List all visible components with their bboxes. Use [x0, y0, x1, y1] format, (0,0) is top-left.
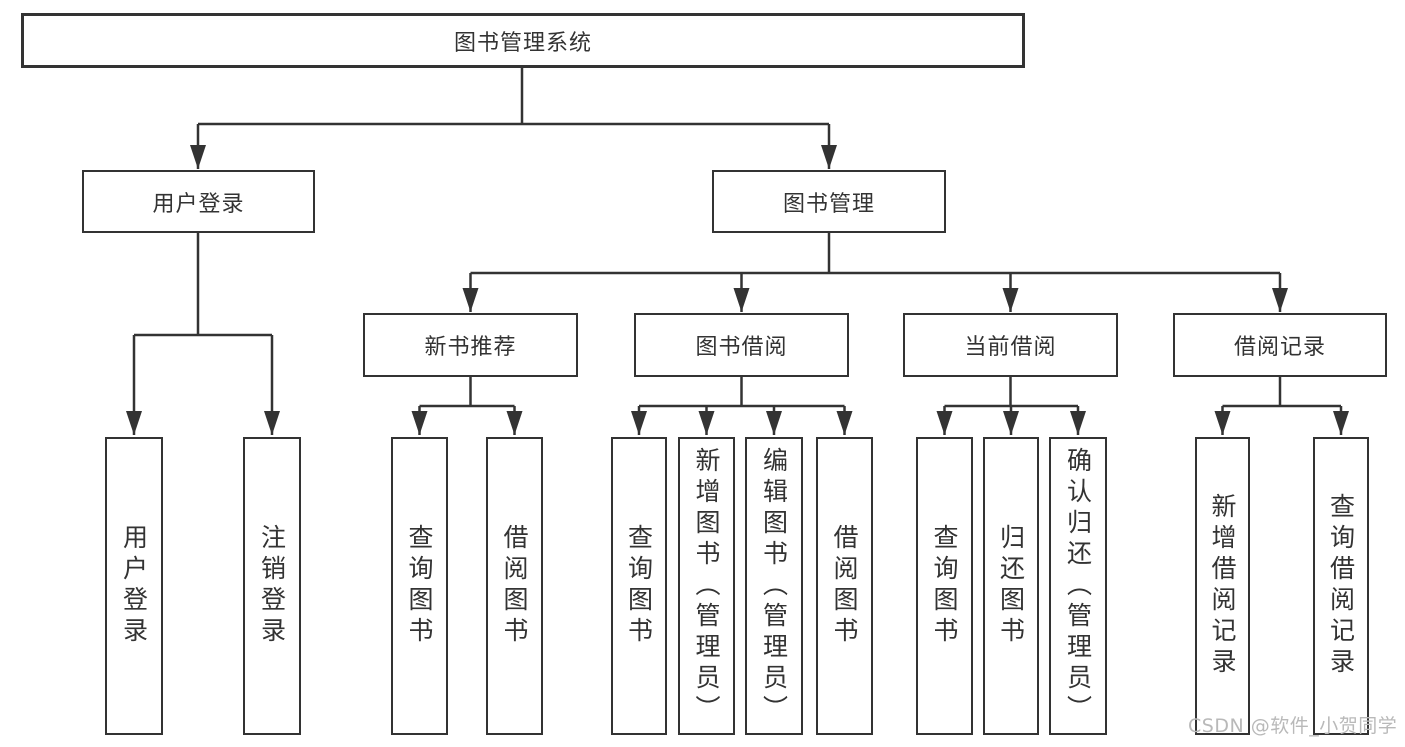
leaf-label: 查询图书	[405, 524, 434, 648]
leaf-query-books: 查询图书	[611, 437, 667, 735]
csdn-watermark: CSDN @软件_小贺同学	[1188, 715, 1398, 737]
leaf-confirm-return-admin: 确认归还（管理员）	[1049, 437, 1107, 735]
leaf-query-borrow-record: 查询借阅记录	[1313, 437, 1369, 735]
leaf-label: 用户登录	[119, 524, 149, 648]
leaf-label: 编辑图书（管理员）	[759, 446, 789, 726]
leaf-label: 注销登录	[257, 524, 287, 648]
node-user-login: 用户登录	[82, 170, 315, 233]
leaf-edit-books-admin: 编辑图书（管理员）	[745, 437, 803, 735]
leaf-label: 新增图书（管理员）	[692, 446, 721, 726]
leaf-return-books: 归还图书	[983, 437, 1039, 735]
leaf-user-login: 用户登录	[105, 437, 163, 735]
leaf-add-borrow-record: 新增借阅记录	[1195, 437, 1250, 735]
leaf-logout: 注销登录	[243, 437, 301, 735]
leaf-label: 查询图书	[930, 524, 959, 648]
leaf-label: 查询借阅记录	[1326, 493, 1356, 679]
leaf-label: 借阅图书	[500, 524, 529, 648]
leaf-add-books-admin: 新增图书（管理员）	[678, 437, 735, 735]
leaf-label: 借阅图书	[830, 524, 859, 648]
leaf-query-books: 查询图书	[391, 437, 448, 735]
leaf-label: 查询图书	[624, 524, 654, 648]
node-new-book-recommendation: 新书推荐	[363, 313, 578, 377]
node-library-management-system: 图书管理系统	[21, 13, 1025, 68]
leaf-borrow-books: 借阅图书	[486, 437, 543, 735]
leaf-label: 归还图书	[996, 524, 1026, 648]
node-borrowing-records: 借阅记录	[1173, 313, 1387, 377]
tree-branch-lines	[134, 68, 1341, 408]
node-book-management: 图书管理	[712, 170, 946, 233]
leaf-query-books: 查询图书	[916, 437, 973, 735]
node-book-borrowing: 图书借阅	[634, 313, 849, 377]
leaf-borrow-books: 借阅图书	[816, 437, 873, 735]
leaf-label: 确认归还（管理员）	[1063, 446, 1093, 726]
leaf-label: 新增借阅记录	[1208, 493, 1237, 679]
node-current-borrowing: 当前借阅	[903, 313, 1118, 377]
